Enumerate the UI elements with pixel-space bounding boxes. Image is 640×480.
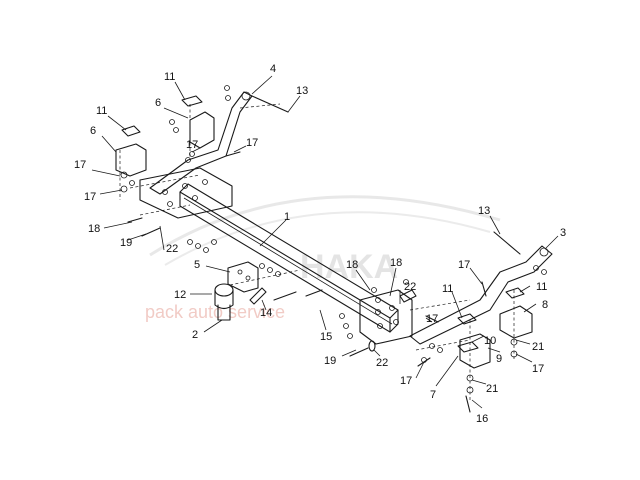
- callout-7: 7: [430, 389, 436, 401]
- callout-22: 22: [376, 357, 388, 369]
- callout-21: 21: [532, 341, 544, 353]
- callout-1: 1: [284, 211, 290, 223]
- callout-17: 17: [74, 159, 86, 171]
- callout-19: 19: [120, 237, 132, 249]
- watermark: HAKA pack auto service: [145, 195, 501, 322]
- left-plates: [115, 95, 203, 177]
- callout-13: 13: [478, 205, 490, 217]
- right-plates: [457, 287, 525, 353]
- callout-17: 17: [426, 313, 438, 325]
- callout-11: 11: [164, 71, 175, 83]
- callout-labels: 11 4 13 11 6 6 17 17 17 17 18 19 22 1 5 …: [74, 63, 566, 425]
- right-bracket: [409, 245, 553, 369]
- left-bracket: [149, 91, 253, 195]
- callout-21: 21: [486, 383, 498, 395]
- callout-17: 17: [186, 139, 198, 151]
- callout-5: 5: [194, 259, 200, 271]
- callout-15: 15: [320, 331, 332, 343]
- callout-12: 12: [174, 289, 186, 301]
- callout-6: 6: [155, 97, 161, 109]
- callout-8: 8: [542, 299, 548, 311]
- callout-2: 2: [192, 329, 198, 341]
- callout-10: 10: [484, 335, 496, 347]
- callout-18: 18: [390, 257, 402, 269]
- callout-9: 9: [496, 353, 502, 365]
- ball-mount-assembly: [214, 261, 323, 321]
- main-cross-beam: [179, 183, 399, 333]
- right-side-plate: [359, 289, 417, 345]
- watermark-tagline: pack auto service: [145, 302, 285, 322]
- callout-11: 11: [442, 283, 453, 295]
- right-fasteners: [339, 231, 547, 413]
- callout-17: 17: [246, 137, 258, 149]
- callout-18: 18: [88, 223, 100, 235]
- callout-14: 14: [260, 307, 272, 319]
- left-side-plate: [139, 167, 233, 219]
- callout-11: 11: [536, 281, 547, 293]
- left-fasteners: [119, 85, 289, 253]
- callout-6: 6: [90, 125, 96, 137]
- callout-19: 19: [324, 355, 336, 367]
- callout-4: 4: [270, 63, 276, 75]
- callout-17: 17: [532, 363, 544, 375]
- callout-18: 18: [346, 259, 358, 271]
- leader-lines: [91, 75, 559, 409]
- callout-22: 22: [166, 243, 178, 255]
- callout-17: 17: [458, 259, 470, 271]
- watermark-brand: HAKA: [300, 248, 398, 286]
- callout-13: 13: [296, 85, 308, 97]
- callout-11: 11: [96, 105, 107, 117]
- callout-16: 16: [476, 413, 488, 425]
- callout-17: 17: [400, 375, 412, 387]
- callout-17: 17: [84, 191, 96, 203]
- callout-3: 3: [560, 227, 566, 239]
- callout-22: 22: [404, 281, 416, 293]
